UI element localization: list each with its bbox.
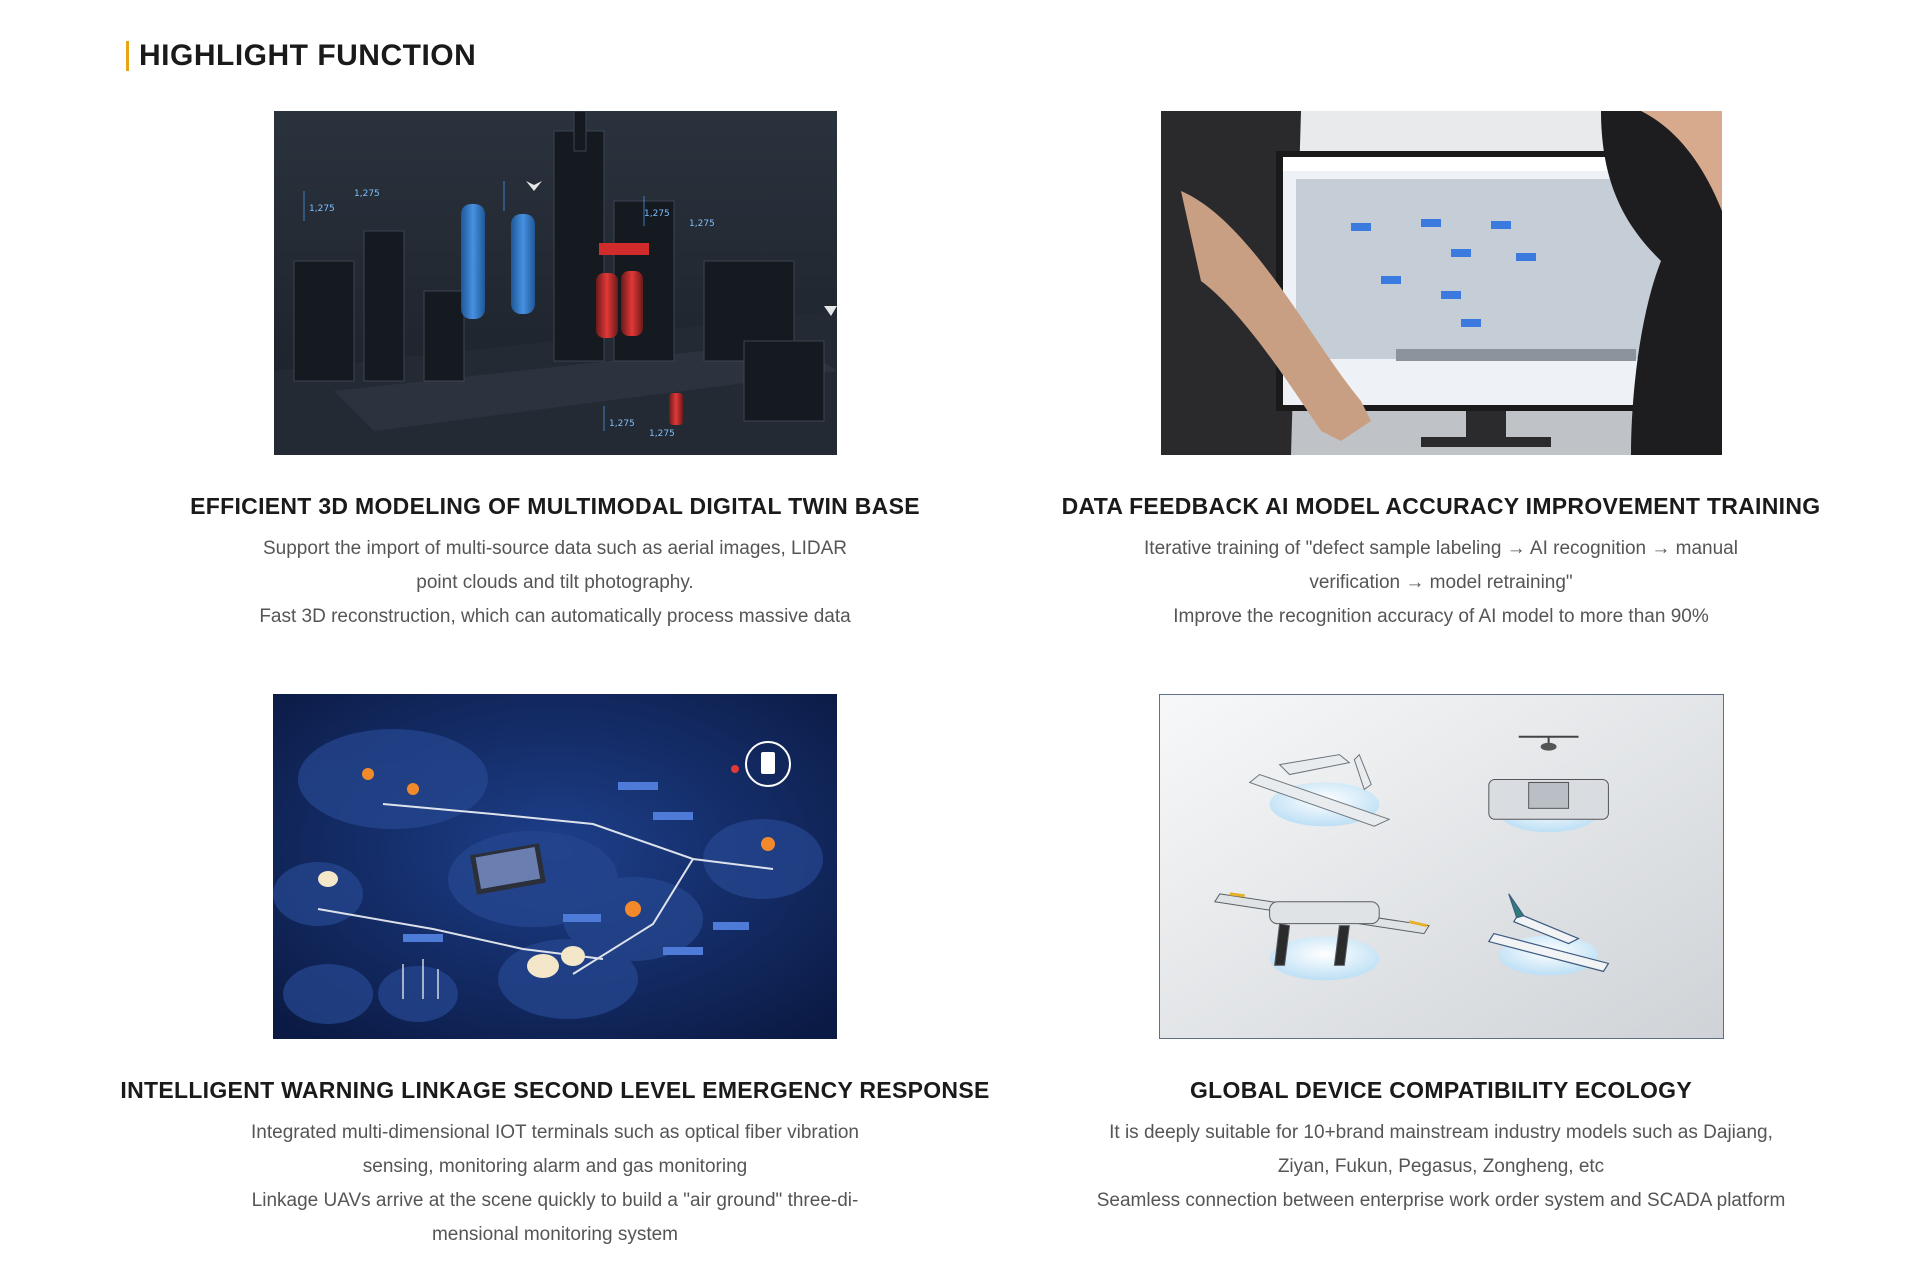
description-line: mensional monitoring system [431,1224,679,1245]
card-description: Integrated multi-dimensional IOT termina… [115,1116,995,1252]
feature-card-device-compatibility: GLOBAL DEVICE COMPATIBILITY ECOLOGY It i… [1001,694,1881,1218]
description-line: Fast 3D reconstruction, which can automa… [259,606,851,627]
uav-models-image [1158,694,1724,1039]
svg-text:1,275: 1,275 [309,204,335,214]
description-line: Iterative training of "defect sample lab… [1144,538,1738,559]
description-line: verification → model retraining" [1309,572,1573,593]
card-description: It is deeply suitable for 10+brand mains… [1001,1116,1881,1218]
svg-text:1,275: 1,275 [689,219,715,229]
description-line: sensing, monitoring alarm and gas monito… [362,1156,748,1177]
card-description: Support the import of multi-source data … [115,532,995,634]
description-line: Improve the recognition accuracy of AI m… [1173,606,1709,627]
digital-twin-image: 1,275 1,275 1,275 1,275 1,275 1,275 [273,111,837,455]
description-line: Seamless connection between enterprise w… [1096,1190,1786,1211]
ai-training-image [1160,111,1722,455]
description-line: It is deeply suitable for 10+brand mains… [1109,1122,1773,1143]
feature-card-3d-modeling: 1,275 1,275 1,275 1,275 1,275 1,275 EFFI… [115,111,995,634]
svg-text:1,275: 1,275 [609,419,635,429]
svg-text:1,275: 1,275 [649,429,675,439]
card-title: INTELLIGENT WARNING LINKAGE SECOND LEVEL… [120,1077,990,1103]
section-title: HIGHLIGHT FUNCTION [139,39,477,72]
description-line: Integrated multi-dimensional IOT termina… [251,1122,859,1143]
card-title: GLOBAL DEVICE COMPATIBILITY ECOLOGY [1189,1077,1693,1103]
svg-text:1,275: 1,275 [644,209,670,219]
feature-card-ai-training: DATA FEEDBACK AI MODEL ACCURACY IMPROVEM… [1001,111,1881,634]
feature-card-emergency-response: INTELLIGENT WARNING LINKAGE SECOND LEVEL… [115,694,995,1252]
section-header: HIGHLIGHT FUNCTION [126,39,477,72]
title-accent-bar [126,41,129,71]
svg-text:1,275: 1,275 [354,189,380,199]
description-line: point clouds and tilt photography. [416,572,694,593]
card-title: EFFICIENT 3D MODELING OF MULTIMODAL DIGI… [190,493,920,519]
card-description: Iterative training of "defect sample lab… [1001,532,1881,634]
card-title: DATA FEEDBACK AI MODEL ACCURACY IMPROVEM… [1061,493,1821,519]
description-line: Linkage UAVs arrive at the scene quickly… [251,1190,859,1211]
iot-linkage-image [273,694,837,1039]
description-line: Ziyan, Fukun, Pegasus, Zongheng, etc [1277,1156,1605,1177]
description-line: Support the import of multi-source data … [263,538,847,559]
